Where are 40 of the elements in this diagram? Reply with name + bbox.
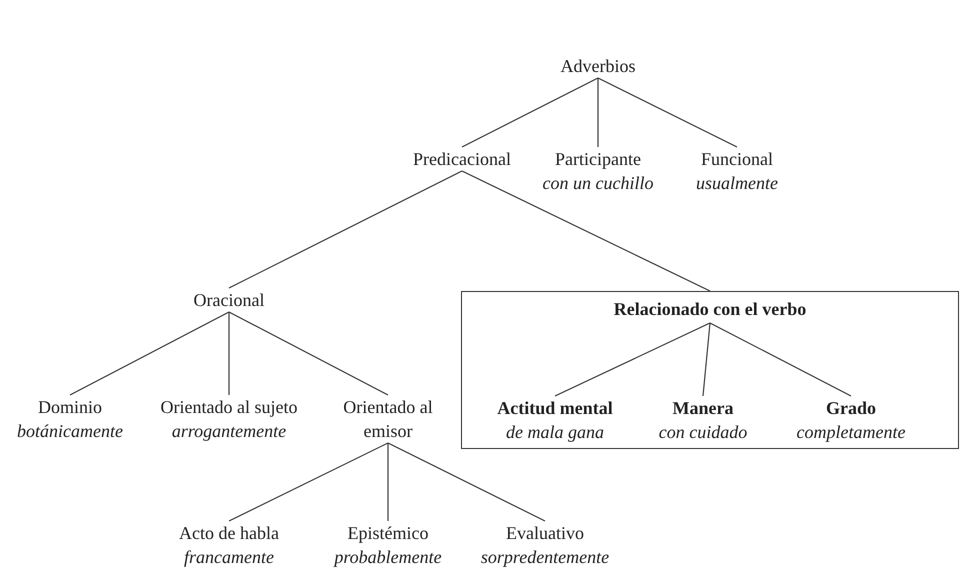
example-label: botánicamente <box>17 420 123 443</box>
tree-branch <box>554 322 710 396</box>
tree-branch <box>702 322 711 396</box>
example-label: de mala gana <box>505 421 605 444</box>
category-label: Manera <box>672 397 734 420</box>
tree-branch <box>387 443 389 521</box>
example-label: completamente <box>796 421 906 444</box>
category-label: Grado <box>824 397 877 420</box>
category-label: Orientado al emisor <box>342 396 434 443</box>
tree-branch <box>228 442 388 522</box>
group-box <box>461 291 959 449</box>
category-label: Adverbios <box>560 55 636 78</box>
example-label: probablemente <box>334 546 442 569</box>
example-label: con cuidado <box>658 421 748 444</box>
example-label: usualmente <box>696 172 778 195</box>
example-label: con un cuchillo <box>542 172 654 195</box>
tree-branch <box>597 78 599 147</box>
tree-branch <box>228 312 388 396</box>
example-label: francamente <box>183 546 275 569</box>
category-label: Dominio <box>37 396 103 419</box>
tree-branch <box>710 322 852 396</box>
example-label: arrogantemente <box>170 420 288 443</box>
group-heading: Relacionado con el verbo <box>614 298 806 321</box>
category-label: Oracional <box>194 289 264 312</box>
category-label: Predicacional <box>413 148 511 171</box>
tree-branch <box>228 170 462 288</box>
category-label: Acto de habla <box>179 522 279 545</box>
category-label: Evaluativo <box>505 522 585 545</box>
tree-branch <box>598 78 738 148</box>
category-label: Participante <box>554 148 642 171</box>
tree-branch <box>462 78 598 148</box>
tree-branch <box>228 312 230 395</box>
category-label: Actitud mental <box>497 397 613 420</box>
tree-branch <box>462 170 710 292</box>
tree-branch <box>388 442 546 522</box>
tree-branch <box>70 312 230 396</box>
example-label: sorpredentemente <box>480 546 610 569</box>
category-label: Funcional <box>700 148 774 171</box>
category-label: Orientado al sujeto <box>160 396 298 419</box>
category-label: Epistémico <box>346 522 430 545</box>
